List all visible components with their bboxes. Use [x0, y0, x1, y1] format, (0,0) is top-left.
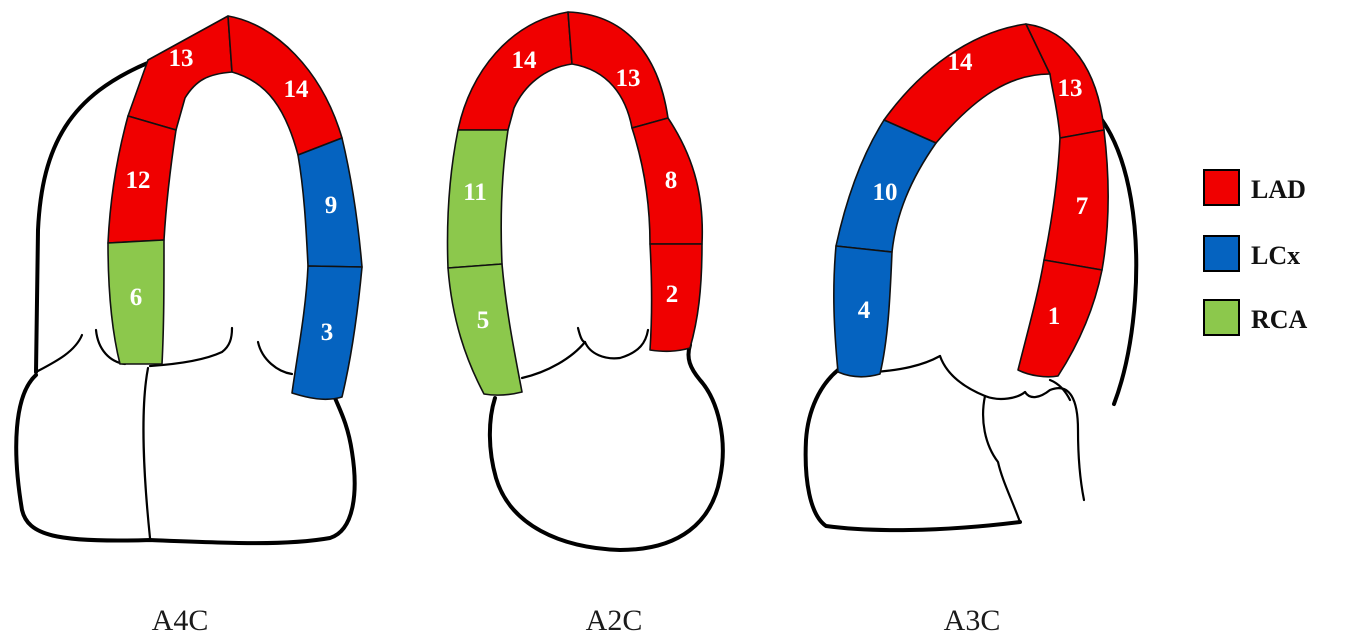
legend-item-lad: LAD [1204, 170, 1306, 205]
view-a4c: 13 14 12 6 9 3 A4C [16, 16, 362, 637]
legend-item-rca: RCA [1204, 300, 1308, 335]
segment-14-label: 14 [284, 76, 310, 103]
legend-item-lcx: LCx [1204, 236, 1300, 271]
view-label-a4c: A4C [152, 604, 209, 637]
segment-10-a3c-label: 10 [873, 179, 898, 206]
legend-label-rca: RCA [1251, 305, 1308, 334]
segment-4-a3c-label: 4 [858, 297, 871, 324]
view-a2c: 14 13 11 5 8 2 A2C [447, 12, 722, 637]
segment-6-label: 6 [130, 284, 143, 311]
segment-12-label: 12 [126, 167, 151, 194]
segment-13-a2c-label: 13 [616, 65, 641, 92]
segment-13-a3c-label: 13 [1058, 75, 1083, 102]
legend-label-lcx: LCx [1251, 241, 1300, 270]
segment-2-a2c-label: 2 [666, 281, 679, 308]
legend-swatch-rca [1204, 300, 1239, 335]
view-a3c: 14 13 10 4 7 1 A3C [806, 24, 1137, 637]
legend-swatch-lcx [1204, 236, 1239, 271]
segment-14-a2c-label: 14 [512, 47, 538, 74]
segment-14-a3c-label: 14 [948, 49, 974, 76]
segment-3-label: 3 [321, 319, 334, 346]
view-label-a3c: A3C [944, 604, 1001, 637]
segment-9-label: 9 [325, 192, 338, 219]
segment-13 [128, 16, 232, 130]
segment-11-a2c-label: 11 [463, 179, 487, 206]
segment-13-label: 13 [169, 45, 194, 72]
view-label-a2c: A2C [586, 604, 643, 637]
legend-swatch-lad [1204, 170, 1239, 205]
segment-7-a3c-label: 7 [1076, 193, 1089, 220]
segment-8-a2c-label: 8 [665, 167, 678, 194]
segment-1-a3c-label: 1 [1048, 303, 1061, 330]
legend: LAD LCx RCA [1204, 170, 1308, 335]
legend-label-lad: LAD [1251, 175, 1306, 204]
segment-14-a3c [884, 24, 1050, 143]
segment-5-a2c-label: 5 [477, 307, 490, 334]
